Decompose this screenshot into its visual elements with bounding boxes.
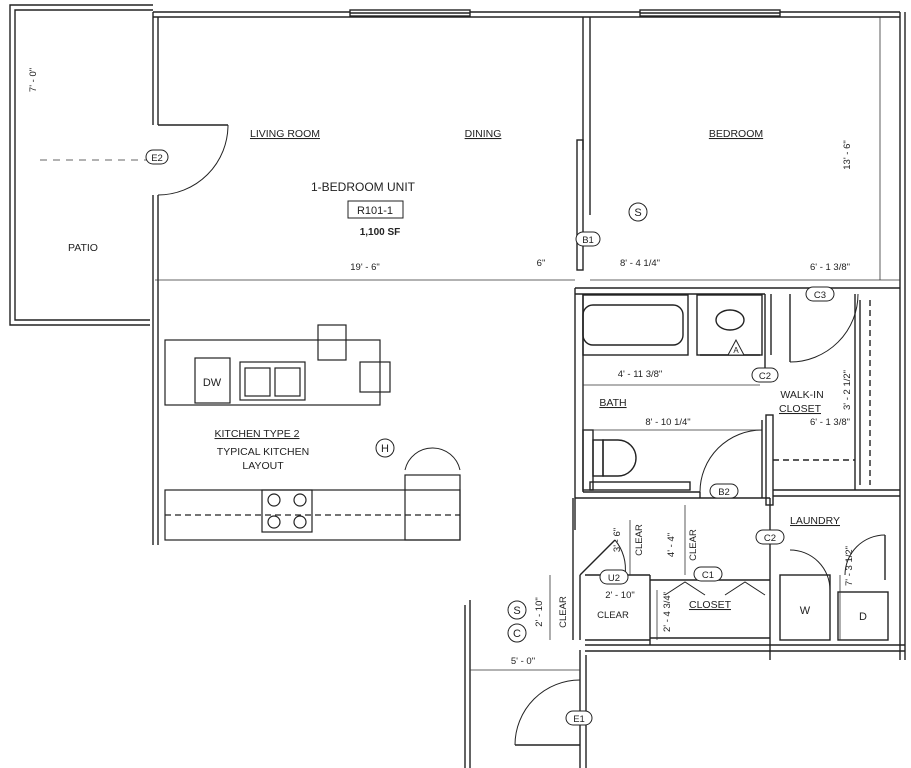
tag-u2: U2 [608, 573, 620, 584]
dim-laundry-depth: 7' - 3 1/2" [844, 546, 855, 586]
dim-hall-depth: 4' - 4" [666, 533, 677, 557]
tag-e1: E1 [573, 714, 585, 725]
dim-clear-2: CLEAR [688, 529, 699, 561]
unit-tag-box [347, 200, 404, 219]
labels: LIVING ROOM DINING BEDROOM PATIO 1-BEDRO… [28, 68, 867, 725]
dim-wall: 6" [537, 258, 546, 269]
dim-bath-upper: 4' - 11 3/8" [618, 369, 663, 380]
tag-c3: C3 [814, 290, 826, 301]
walk-in-label-1: WALK-IN [780, 389, 823, 401]
dim-u2-width: 2' - 10" [605, 590, 634, 601]
kitchen-label-3: LAYOUT [242, 460, 284, 472]
living-room-label: LIVING ROOM [250, 128, 320, 140]
dim-bath-lower: 8' - 10 1/4" [645, 417, 690, 428]
walls [9, 4, 906, 768]
kitchen [164, 324, 461, 541]
dim-walkin-width: 6' - 1 3/8" [810, 417, 850, 428]
tag-c1: C1 [702, 570, 714, 581]
dim-clear-3: CLEAR [597, 610, 629, 621]
tag-shapes [145, 149, 835, 726]
dim-entry-width: 5' - 0" [511, 656, 535, 667]
washer-label: W [800, 605, 811, 617]
dim-entry-depth: 2' - 10" [534, 597, 545, 626]
dim-closet-width: 6' - 1 3/8" [810, 262, 850, 273]
dim-walkin-depth: 3' - 2 1/2" [842, 370, 853, 410]
bedroom-label: BEDROOM [709, 128, 763, 140]
dishwasher-label: DW [203, 377, 222, 389]
tag-a: A [733, 346, 739, 355]
tag-s-entry: S [513, 605, 520, 617]
unit-tag: R101-1 [357, 205, 393, 217]
tag-c2-bath: C2 [759, 371, 771, 382]
tag-b2: B2 [718, 487, 730, 498]
dimension-lines [40, 17, 900, 671]
tag-e2: E2 [151, 153, 163, 164]
dim-bedroom-depth: 13' - 6" [842, 140, 853, 169]
laundry-label: LAUNDRY [790, 515, 840, 527]
tag-h-kitchen: H [381, 443, 389, 455]
tag-c2-laundry: C2 [764, 533, 776, 544]
dim-patio-depth: 7' - 0" [28, 68, 39, 92]
dim-closet-depth: 2' - 4 3/4" [662, 592, 673, 632]
dim-hall-clear: 3' - 6" [612, 528, 623, 552]
kitchen-label-1: KITCHEN TYPE 2 [215, 428, 300, 440]
unit-title: 1-BEDROOM UNIT [311, 180, 416, 194]
dim-bedroom-width: 8' - 4 1/4" [620, 258, 660, 269]
unit-area: 1,100 SF [360, 227, 401, 238]
tag-b1: B1 [582, 235, 594, 246]
dim-living-width: 19' - 6" [350, 262, 379, 273]
dining-label: DINING [465, 128, 502, 140]
tag-c-entry: C [513, 628, 521, 640]
kitchen-label-2: TYPICAL KITCHEN [217, 446, 309, 458]
walk-in-label-2: CLOSET [779, 403, 822, 415]
bath-label: BATH [599, 397, 626, 409]
patio-label: PATIO [68, 242, 98, 254]
tag-s-bedroom: S [634, 207, 641, 219]
dim-clear-1: CLEAR [634, 524, 645, 556]
closet-label: CLOSET [689, 599, 732, 611]
dryer-label: D [859, 611, 867, 623]
dim-clear-4: CLEAR [558, 596, 569, 628]
